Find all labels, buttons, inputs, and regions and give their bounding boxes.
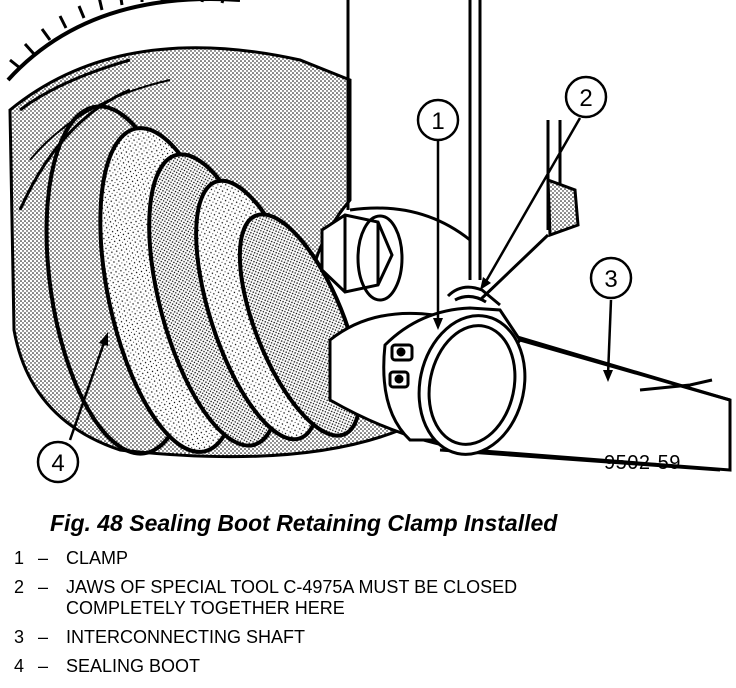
legend-text: CLAMP — [66, 548, 129, 568]
legend-number: 2 — [14, 577, 25, 597]
sealing-boot — [8, 46, 403, 459]
callout-1-label: 1 — [431, 108, 444, 135]
technical-illustration: 1 2 3 4 — [6, 0, 732, 484]
legend-text: JAWS OF SPECIAL TOOL C-4975A MUST BE CLO… — [66, 577, 518, 618]
bracket-fitting — [478, 120, 580, 302]
legend-number: 3 — [14, 627, 25, 647]
figure-caption: Fig. 48 Sealing Boot Retaining Clamp Ins… — [50, 510, 558, 536]
callout-2-label: 2 — [579, 85, 592, 112]
callout-2: 2 — [480, 75, 608, 290]
callout-3-label: 3 — [604, 266, 617, 293]
callout-4-label: 4 — [51, 450, 64, 477]
legend-number: 1 — [14, 548, 25, 568]
legend-item: 2 – JAWS OF SPECIAL TOOL C-4975A MUST BE… — [14, 577, 724, 619]
legend-number: 4 — [14, 656, 25, 676]
frame-upright — [346, 0, 482, 280]
legend-dash: – — [38, 627, 49, 647]
clamp — [382, 285, 527, 456]
legend-text: INTERCONNECTING SHAFT — [66, 627, 306, 647]
hex-nut — [320, 213, 404, 302]
legend-item: 3 – INTERCONNECTING SHAFT — [14, 627, 724, 648]
figure-code: 9502-59 — [604, 452, 681, 474]
legend: 1 – CLAMP 2 – JAWS OF SPECIAL TOOL C-497… — [14, 548, 724, 685]
callout-4: 4 — [36, 332, 108, 484]
legend-dash: – — [38, 577, 49, 597]
callout-1: 1 — [416, 98, 460, 330]
legend-text: SEALING BOOT — [66, 656, 201, 676]
legend-item: 1 – CLAMP — [14, 548, 724, 569]
gear-teeth — [6, 0, 240, 82]
legend-dash: – — [38, 548, 49, 568]
callout-3: 3 — [589, 256, 633, 382]
legend-dash: – — [38, 656, 49, 676]
legend-item: 4 – SEALING BOOT — [14, 656, 724, 677]
